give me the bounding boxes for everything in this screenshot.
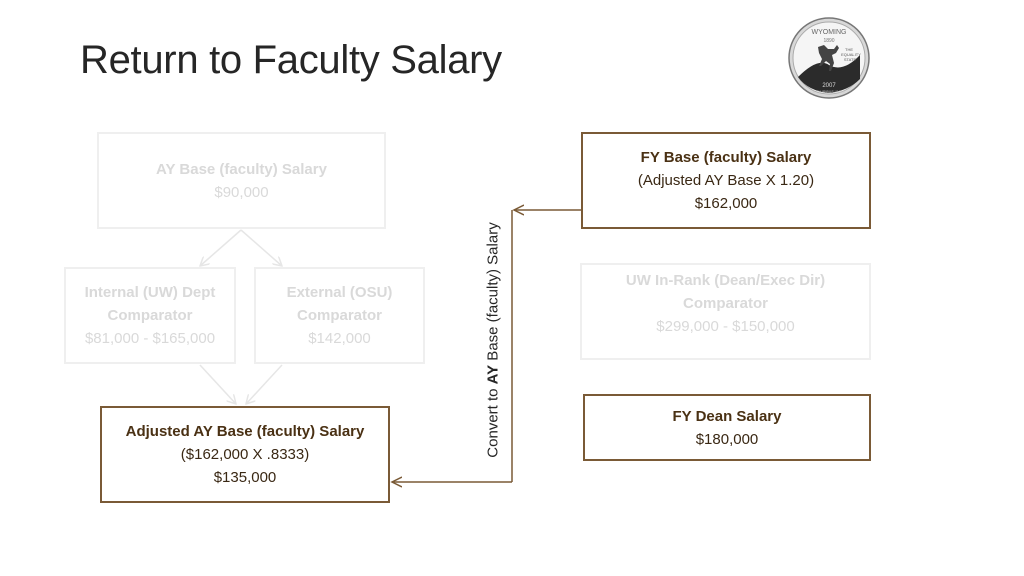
internal-title-1: Internal (UW) Dept	[84, 284, 216, 301]
fy-dean-salary-box: FY Dean Salary $180,000	[583, 394, 871, 461]
slide-title: Return to Faculty Salary	[80, 38, 502, 82]
adjusted-formula: ($162,000 X .8333)	[180, 446, 310, 463]
external-value: $142,000	[308, 330, 371, 347]
arrow-ay-to-internal	[200, 229, 242, 266]
ay-base-value: $90,000	[214, 183, 269, 201]
uw-inrank-title-1: UW In-Rank (Dean/Exec Dir)	[625, 272, 826, 289]
svg-text:E PLURIBUS UNUM: E PLURIBUS UNUM	[813, 90, 845, 94]
arrow-ay-to-external	[240, 229, 282, 266]
svg-text:STATE: STATE	[844, 57, 857, 62]
internal-title-2: Comparator	[107, 307, 193, 324]
uw-inrank-comparator-box: UW In-Rank (Dean/Exec Dir) Comparator $2…	[580, 263, 871, 360]
external-title-2: Comparator	[296, 307, 382, 324]
svg-text:THE: THE	[845, 47, 853, 52]
arrow-external-to-adjusted	[246, 364, 283, 404]
external-title-1: External (OSU)	[286, 284, 393, 301]
fy-dean-value: $180,000	[695, 430, 759, 448]
svg-text:2007: 2007	[822, 83, 836, 89]
arrow-internal-to-adjusted	[199, 364, 236, 404]
adjusted-ay-base-salary-box: Adjusted AY Base (faculty) Salary ($162,…	[100, 406, 390, 503]
svg-text:1890: 1890	[823, 38, 834, 44]
fy-dean-title: FY Dean Salary	[672, 407, 782, 425]
adjusted-value: $135,000	[213, 469, 277, 486]
uw-inrank-value: $299,000 - $150,000	[656, 318, 795, 335]
ay-base-salary-box: AY Base (faculty) Salary $90,000	[97, 132, 386, 229]
fy-base-formula: (Adjusted AY Base X 1.20)	[637, 172, 815, 189]
fy-base-title: FY Base (faculty) Salary	[640, 149, 812, 166]
svg-text:WYOMING: WYOMING	[812, 29, 847, 36]
internal-comparator-box: Internal (UW) Dept Comparator $81,000 - …	[64, 267, 236, 364]
fy-base-salary-box: FY Base (faculty) Salary (Adjusted AY Ba…	[581, 132, 871, 229]
adjusted-title: Adjusted AY Base (faculty) Salary	[125, 423, 365, 440]
svg-text:EQUALITY: EQUALITY	[841, 52, 861, 57]
internal-value: $81,000 - $165,000	[84, 330, 216, 347]
wyoming-quarter-icon: WYOMING 1890 THE EQUALITY STATE 2007 E P…	[788, 17, 870, 99]
external-comparator-box: External (OSU) Comparator $142,000	[254, 267, 425, 364]
uw-inrank-title-2: Comparator	[682, 295, 768, 312]
convert-label: Convert to AY Base (faculty) Salary	[484, 222, 502, 458]
ay-base-title: AY Base (faculty) Salary	[156, 160, 327, 178]
fy-base-value: $162,000	[694, 195, 758, 212]
